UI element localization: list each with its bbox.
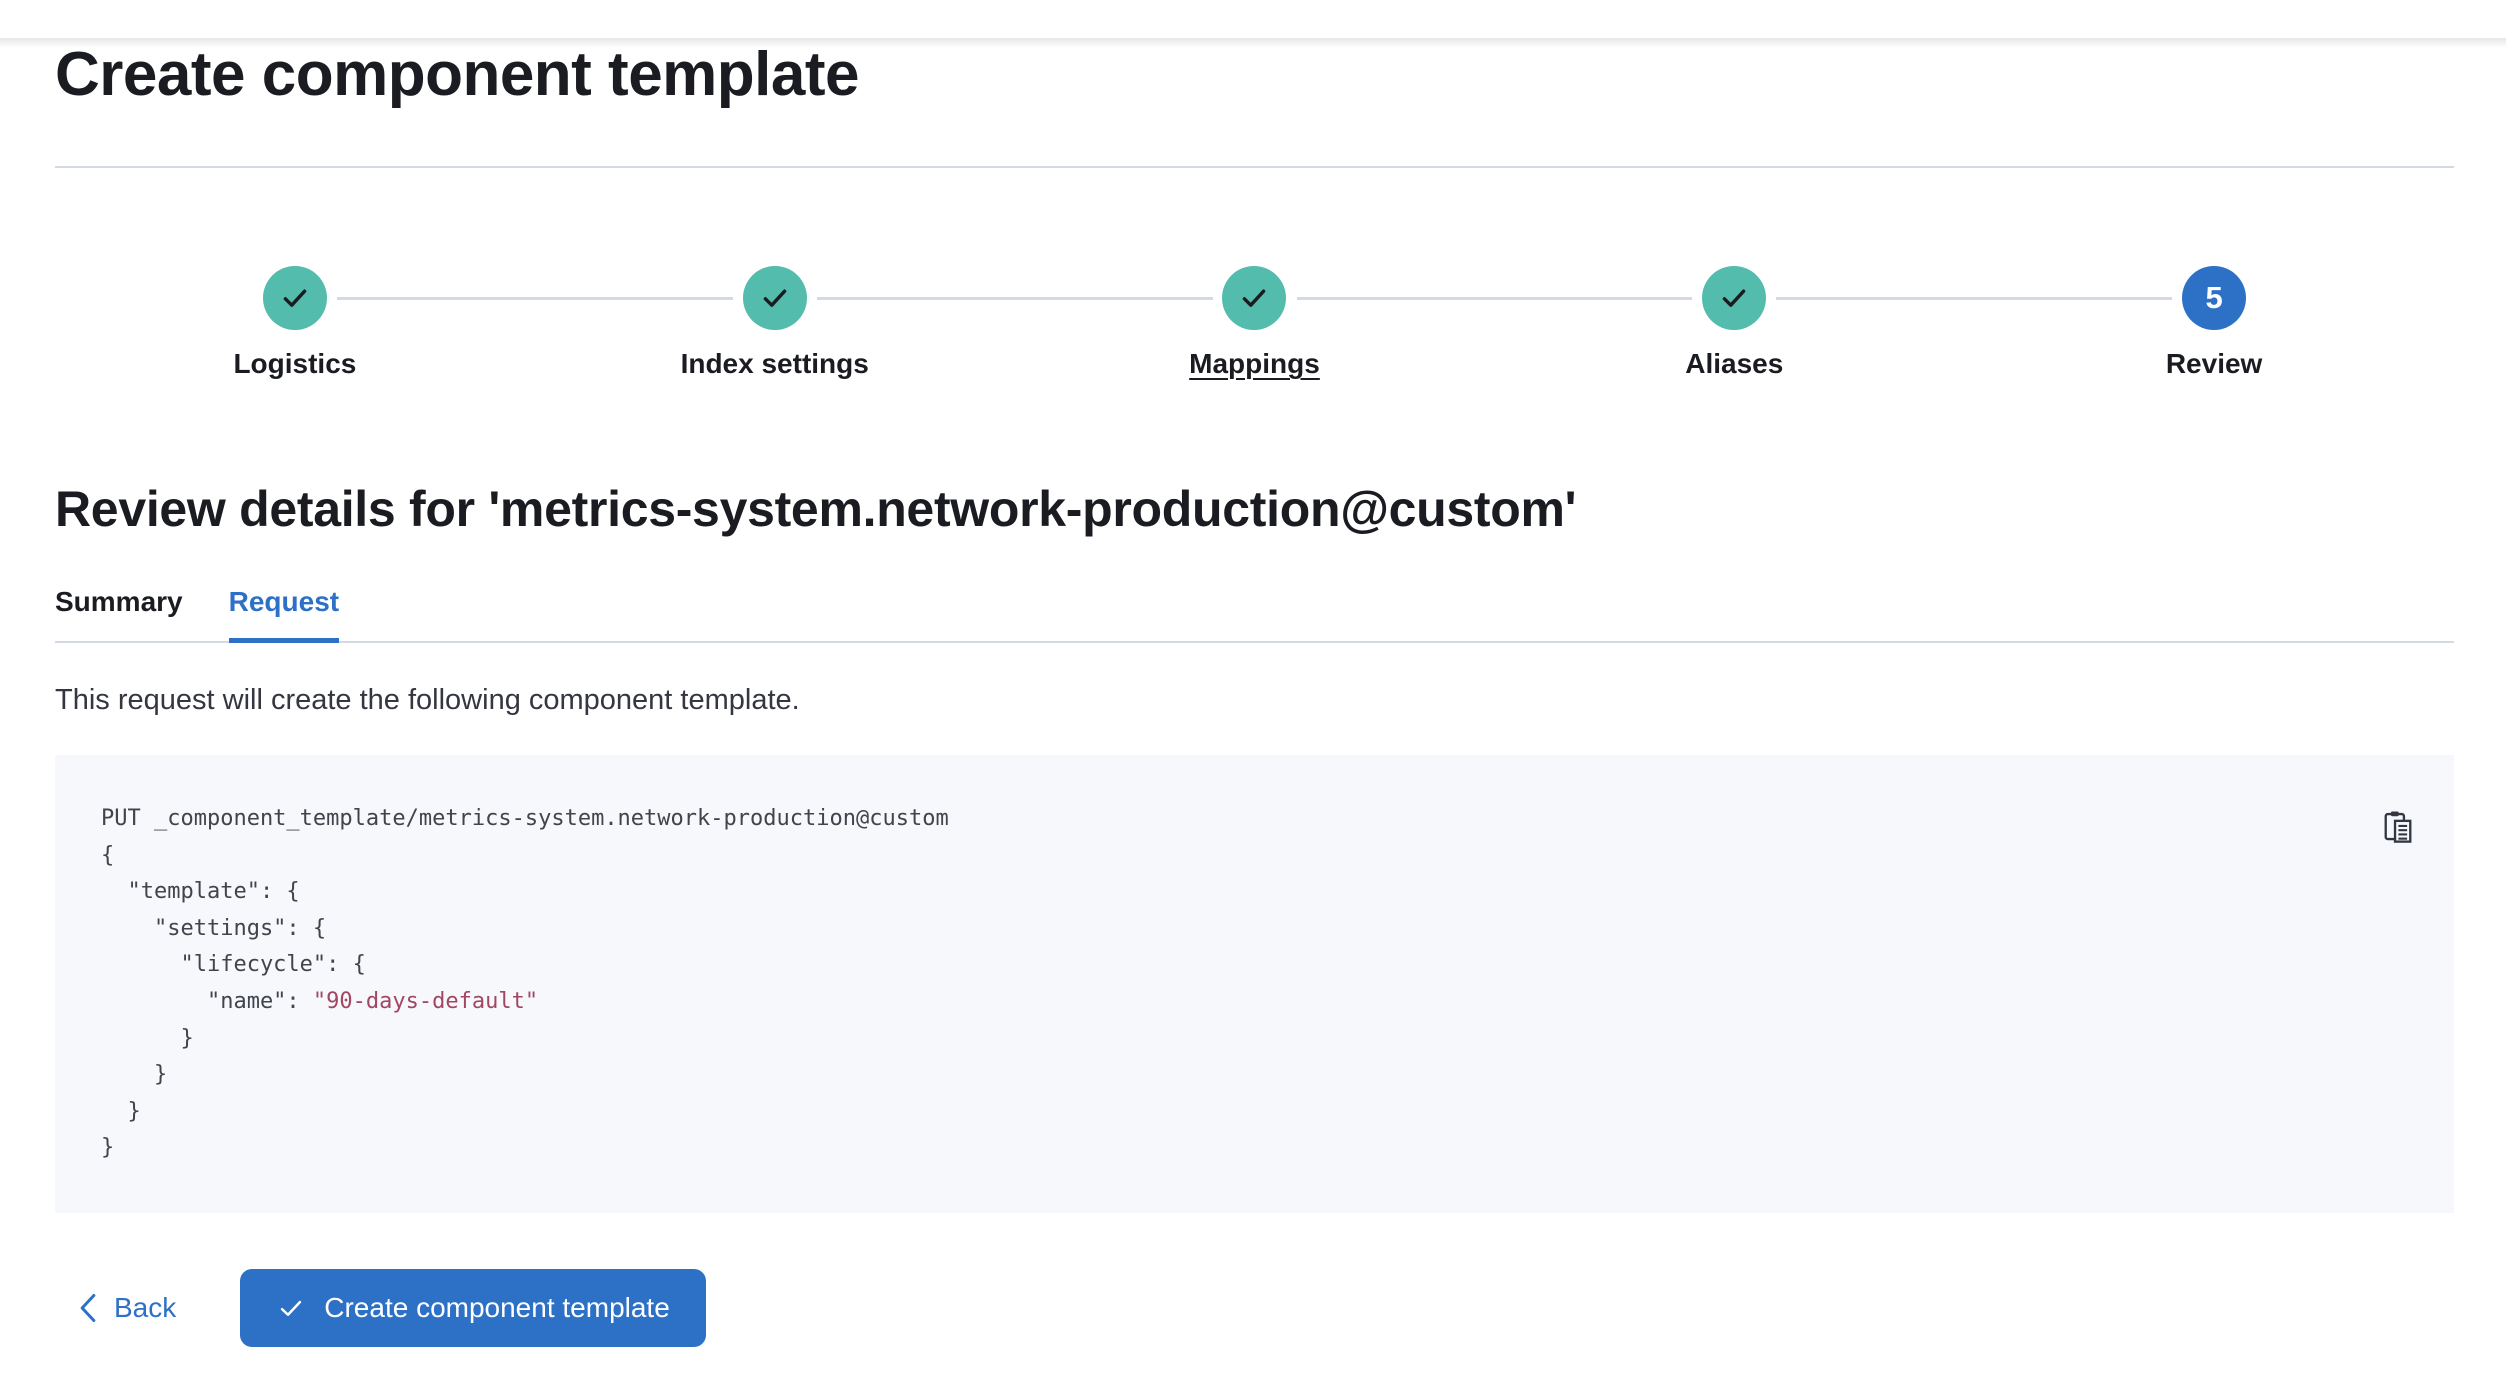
check-icon [1243,289,1266,307]
tab-request[interactable]: Request [228,585,340,643]
step-review-current[interactable]: 5 Review [1776,266,2454,381]
request-code-block: PUT _component_template/metrics-system.n… [55,755,2454,1213]
step-complete-badge [742,266,807,330]
check-icon [281,1300,302,1316]
step-label-logistics: Logistics [233,348,357,379]
step-label-index-settings: Index settings [680,348,869,379]
copy-to-clipboard-button[interactable] [2376,805,2420,849]
code-line: { [101,842,115,868]
step-progress: Logistics Index settings Mappings [55,266,2454,381]
review-tabs: Summary Request [55,585,2454,643]
page-title: Create component template [55,40,860,109]
code-line: } [101,1098,141,1124]
review-details-heading: Review details for 'metrics-system.netwo… [55,481,1577,537]
step-complete-badge [1222,266,1287,330]
check-icon [1722,289,1746,307]
create-button-label: Create component template [324,1291,670,1323]
copy-clipboard-icon [2384,811,2412,843]
step-number-badge: 5 [2182,266,2247,330]
code-line: } [101,1025,194,1051]
back-button-label: Back [114,1291,177,1323]
step-label-mappings: Mappings [1189,348,1320,379]
request-description: This request will create the following c… [55,684,800,716]
check-icon [283,289,307,307]
check-icon [763,289,786,307]
step-aliases[interactable]: Aliases [1296,266,1974,381]
create-component-template-button[interactable]: Create component template [240,1268,706,1347]
back-button[interactable]: Back [77,1292,176,1324]
step-complete-badge [262,266,327,330]
code-line: } [101,1062,168,1088]
code-line: "template": { [101,879,300,905]
code-string-value: "90-days-default" [312,988,539,1014]
code-line: "settings": { [101,915,327,941]
step-label-review: Review [2165,348,2263,379]
create-component-template-page: Create component template Logistics Inde… [0,38,2506,1347]
chevron-left-icon [80,1293,96,1322]
code-line: } [101,1135,115,1161]
step-complete-badge [1702,266,1767,330]
code-line: "lifecycle": { [101,952,366,978]
tab-summary[interactable]: Summary [55,586,183,617]
title-divider [55,166,2454,168]
wizard-footer: Back Create component template [55,1268,2454,1347]
step-index-settings[interactable]: Index settings [336,266,1015,381]
code-line: "name": "90-days-default" [101,988,539,1014]
code-line: PUT _component_template/metrics-system.n… [101,806,949,831]
step-label-aliases: Aliases [1685,348,1784,379]
step-number: 5 [2205,280,2223,315]
step-mappings[interactable]: Mappings [816,266,1495,381]
step-logistics[interactable]: Logistics [55,266,535,381]
